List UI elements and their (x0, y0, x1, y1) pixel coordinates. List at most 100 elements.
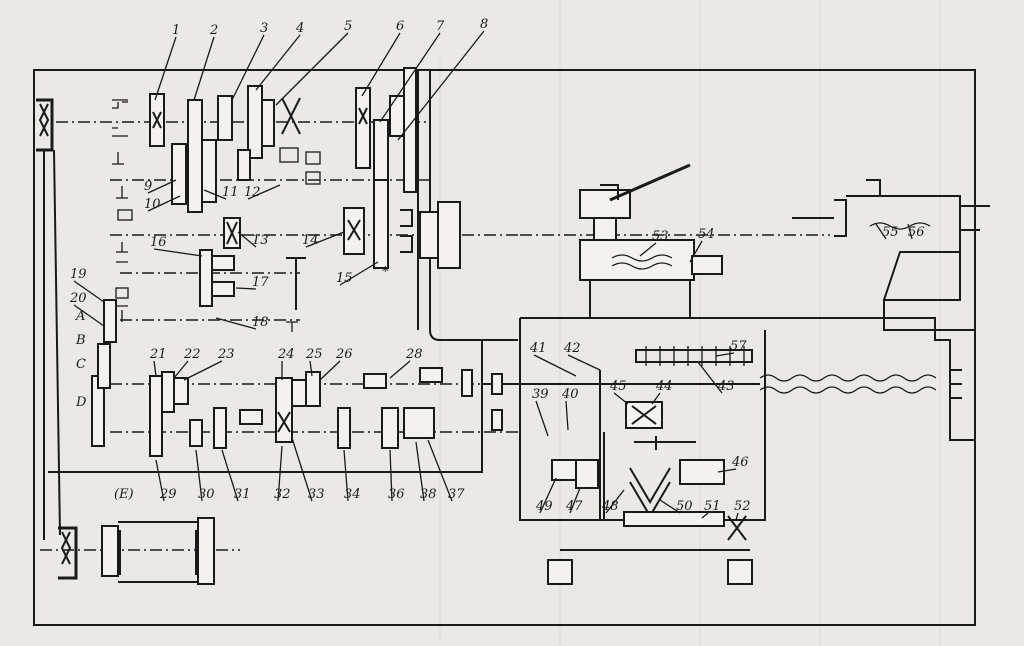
label-leader (651, 392, 661, 405)
label-leader (539, 477, 557, 514)
label-leader (147, 179, 177, 194)
part-number-label: 5 (344, 19, 352, 34)
label-leader (735, 512, 739, 521)
label-leader (379, 32, 441, 123)
label-leader (153, 248, 203, 257)
part-number-label: 33 (308, 487, 325, 502)
label-leader (339, 261, 379, 286)
spindle-chuck (400, 201, 461, 269)
label-leader (875, 223, 887, 240)
part-number-label: 38 (420, 487, 437, 502)
part-number-label: 31 (234, 487, 251, 502)
part-number-label: 23 (217, 347, 235, 362)
part-number-label: 20 (69, 291, 87, 306)
label-leader (73, 280, 105, 303)
label-leader (605, 489, 625, 514)
label-leader (155, 459, 165, 502)
label-leader (277, 445, 283, 502)
part-number-label: 24 (277, 347, 295, 362)
part-number-label: 56 (908, 225, 925, 240)
part-number-label: 28 (405, 347, 423, 362)
label-leader (535, 400, 549, 437)
apron-gears (547, 370, 753, 585)
part-number-label: 29 (159, 487, 177, 502)
label-leader (255, 34, 301, 91)
label-leader (659, 499, 681, 514)
part-number-label: 13 (252, 233, 269, 248)
tailstock (792, 179, 990, 331)
part-number-label: 3 (260, 21, 268, 36)
label-leader (565, 400, 569, 431)
part-number-label: 22 (183, 347, 201, 362)
label-leader (154, 36, 177, 101)
label-leader (147, 195, 181, 212)
label-leader (389, 360, 411, 379)
part-number-label: 42 (563, 341, 581, 356)
part-number-label: 21 (149, 347, 167, 362)
part-number-label: 1 (172, 23, 180, 38)
part-number-label: 15 (336, 271, 353, 286)
part-number-label: 6 (396, 19, 404, 34)
part-number-label: 40 (561, 387, 579, 402)
label-leader (361, 32, 401, 97)
part-number-label: 45 (609, 379, 627, 394)
part-number-label: 37 (448, 487, 465, 502)
part-number-label: 57 (730, 339, 747, 354)
part-number-label: 55 (882, 225, 899, 240)
part-number-label: 2 (209, 23, 218, 38)
label-leader (231, 34, 265, 101)
part-number-label: 49 (535, 499, 553, 514)
part-number-label: 12 (244, 185, 261, 200)
gear-letter-label: (E) (114, 487, 134, 502)
label-leader (193, 36, 215, 101)
part-number-label: 41 (529, 341, 547, 356)
label-leader (717, 468, 737, 473)
label-leader (427, 439, 453, 502)
label-leader (183, 360, 223, 381)
part-number-label: 44 (655, 379, 673, 394)
part-number-label: 32 (274, 487, 291, 502)
part-number-label: 16 (150, 235, 167, 250)
part-number-label: 39 (532, 387, 549, 402)
label-leader (697, 361, 723, 394)
label-leader (613, 392, 629, 405)
part-number-label: 53 (652, 229, 669, 244)
part-number-label: 26 (335, 347, 353, 362)
label-leader (715, 352, 735, 357)
label-leader (203, 189, 227, 200)
label-leader (173, 360, 189, 379)
label-leader (275, 32, 349, 106)
label-leader (689, 240, 703, 263)
part-number-label: 43 (717, 379, 735, 394)
label-leader (701, 512, 709, 519)
label-leader (569, 487, 581, 514)
part-number-label: 8 (480, 17, 488, 32)
bearings (112, 99, 321, 332)
lead-screw (482, 346, 962, 399)
part-number-label: 11 (222, 185, 239, 200)
part-number-label: 34 (344, 487, 361, 502)
label-leader (195, 449, 203, 502)
part-number-label: 54 (698, 227, 715, 242)
label-leader (389, 449, 393, 502)
part-number-label: 14 (302, 233, 319, 248)
part-number-label: 51 (704, 499, 721, 514)
part-number-label: 17 (252, 275, 269, 290)
gear-letter-label: A (75, 309, 85, 324)
label-leader (235, 287, 257, 290)
gear-letter-label: C (76, 357, 86, 372)
part-number-label: 48 (601, 499, 619, 514)
label-leader (907, 223, 913, 240)
part-number-label: 52 (734, 499, 751, 514)
label-leader (309, 360, 313, 377)
headstock-gears (149, 67, 417, 310)
part-number-label: 18 (252, 315, 269, 330)
label-leader (73, 304, 105, 327)
part-number-label: 4 (295, 21, 304, 36)
part-number-label: 30 (198, 487, 215, 502)
asterisk-marker: * (382, 265, 389, 280)
label-leader (567, 354, 601, 371)
